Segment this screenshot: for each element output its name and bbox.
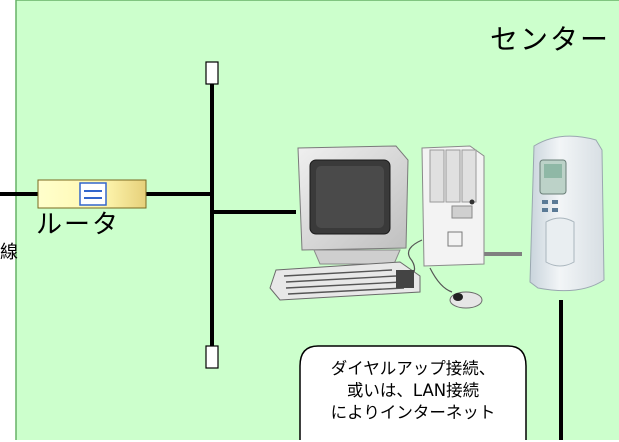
top-terminator [205,61,219,85]
router-label: ルータ [36,210,121,240]
router-icon [37,179,147,209]
bottom-terminator [205,345,219,369]
desktop-computer-icon [269,145,485,309]
callout-text: ダイヤルアップ接続、 或いは、LAN接続 によりインターネット [300,346,526,442]
callout-line: ダイヤルアップ接続、 [330,359,496,378]
callout-line: 或いは、LAN接続 [346,381,480,400]
callout-bubble [299,345,527,440]
callout-line: によりインターネット [330,403,496,422]
server-icon [529,135,605,292]
network-cables [0,82,563,440]
center-title: センター [490,23,611,56]
left-edge-label: 線 [0,242,18,263]
